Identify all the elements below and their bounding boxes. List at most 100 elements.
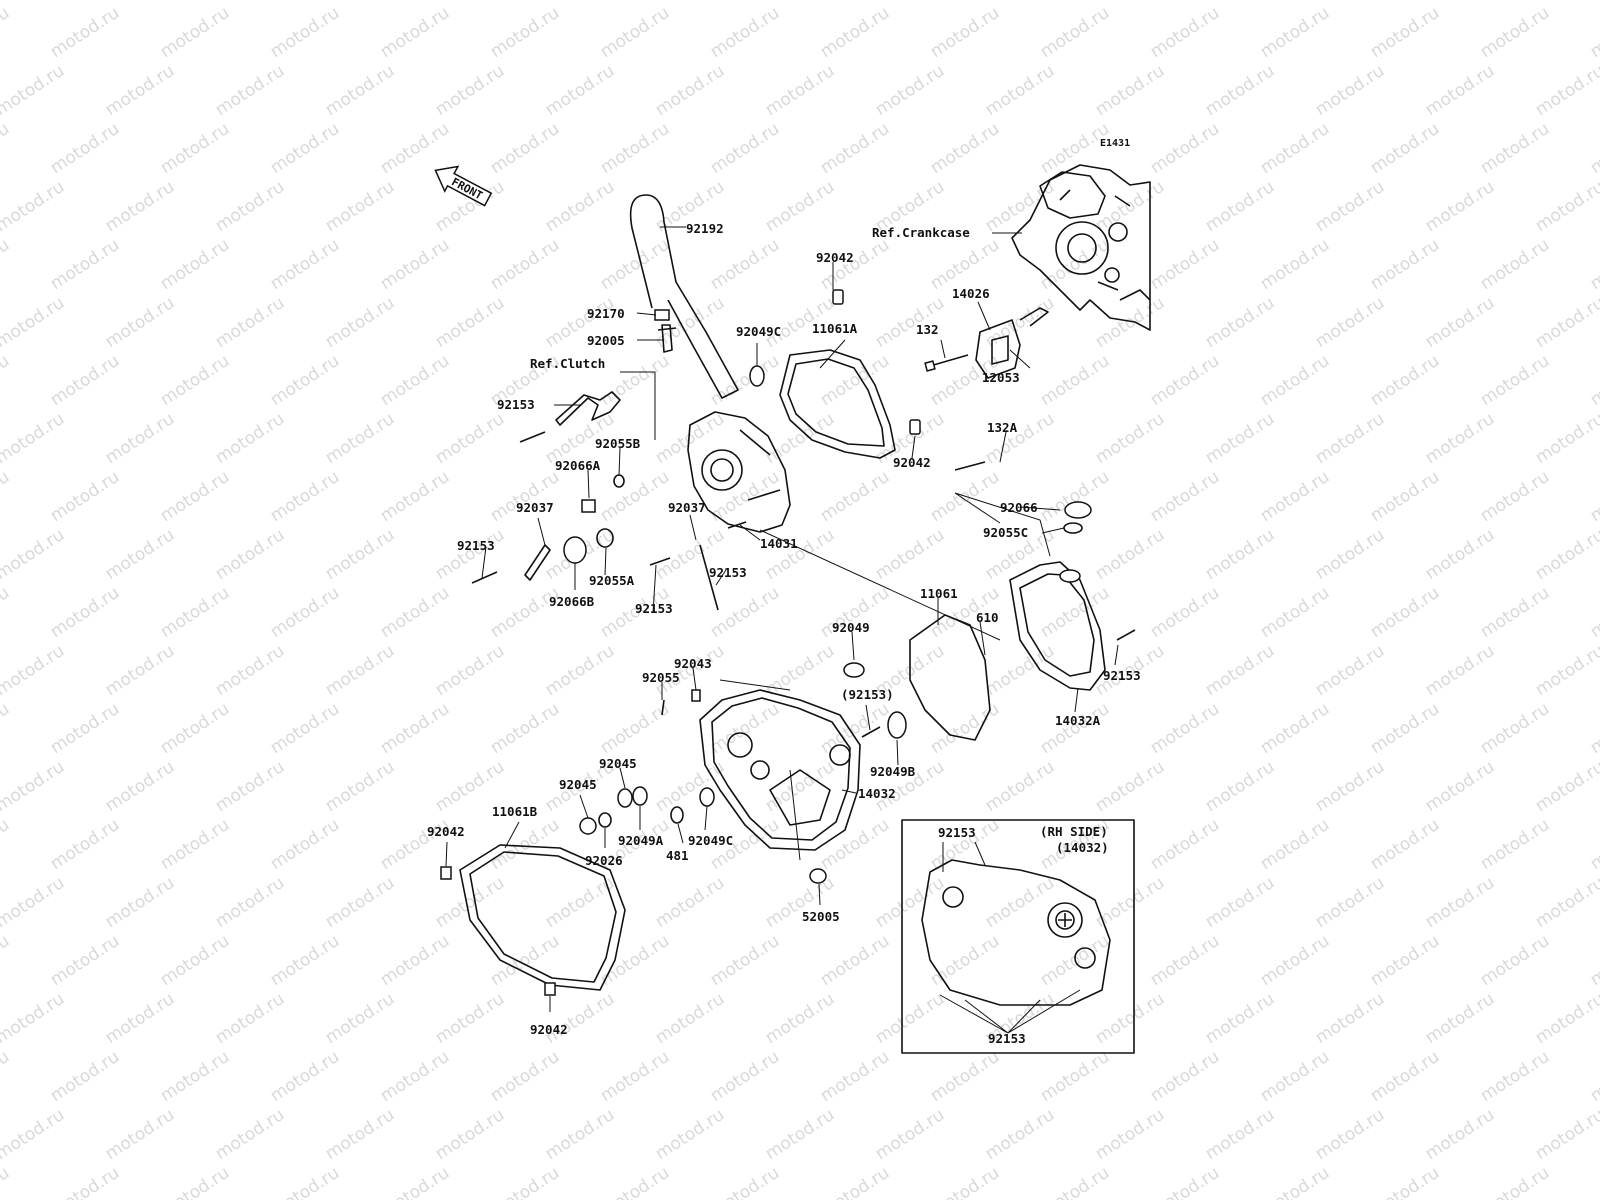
watermark-text: motod.ru bbox=[597, 1047, 673, 1106]
watermark-text: motod.ru bbox=[267, 467, 343, 526]
part-number-label: 14032A bbox=[1055, 713, 1101, 728]
watermark-text: motod.ru bbox=[0, 0, 68, 4]
part-number-label: 92049 bbox=[832, 620, 870, 635]
watermark-text: motod.ru bbox=[377, 1163, 453, 1200]
watermark-text: motod.ru bbox=[1092, 293, 1168, 352]
bolt-92153 bbox=[519, 431, 546, 443]
watermark-text: motod.ru bbox=[1147, 815, 1223, 874]
spring-92037 bbox=[524, 544, 551, 581]
watermark-text: motod.ru bbox=[1367, 119, 1443, 178]
watermark-text: motod.ru bbox=[1477, 119, 1553, 178]
watermark-text: motod.ru bbox=[157, 1047, 233, 1106]
watermark-text: motod.ru bbox=[1422, 525, 1498, 584]
watermark-text: motod.ru bbox=[377, 351, 453, 410]
watermark-text: motod.ru bbox=[1257, 583, 1333, 642]
watermark-text: motod.ru bbox=[707, 1047, 783, 1106]
watermark-text: motod.ru bbox=[1202, 1105, 1278, 1164]
watermark-text: motod.ru bbox=[927, 1163, 1003, 1200]
watermark-text: motod.ru bbox=[1422, 873, 1498, 932]
part-number-label: 12053 bbox=[982, 370, 1020, 385]
watermark-text: motod.ru bbox=[1147, 467, 1223, 526]
watermark-text: motod.ru bbox=[542, 61, 618, 120]
watermark-text: motod.ru bbox=[322, 177, 398, 236]
watermark-text: motod.ru bbox=[1312, 525, 1388, 584]
watermark-text: motod.ru bbox=[322, 873, 398, 932]
bearing-92045 bbox=[579, 817, 597, 835]
watermark-text: motod.ru bbox=[432, 873, 508, 932]
watermark-text: motod.ru bbox=[47, 583, 123, 642]
watermark-text: motod.ru bbox=[157, 3, 233, 62]
watermark-text: motod.ru bbox=[1037, 583, 1113, 642]
watermark-text: motod.ru bbox=[1422, 757, 1498, 816]
watermark-text: motod.ru bbox=[487, 699, 563, 758]
gasket-11061A bbox=[779, 349, 896, 459]
watermark-text: motod.ru bbox=[1477, 931, 1553, 990]
watermark-text: motod.ru bbox=[1587, 583, 1600, 642]
watermark-text: motod.ru bbox=[1422, 989, 1498, 1048]
watermark-text: motod.ru bbox=[927, 119, 1003, 178]
fitting-92005 bbox=[657, 324, 677, 353]
watermark-text: motod.ru bbox=[1587, 1163, 1600, 1200]
watermark-text: motod.ru bbox=[762, 61, 838, 120]
watermark-text: motod.ru bbox=[1257, 815, 1333, 874]
watermark-text: motod.ru bbox=[1312, 61, 1388, 120]
part-number-label: 92153 bbox=[1103, 668, 1141, 683]
watermark-text: motod.ru bbox=[817, 467, 893, 526]
watermark-text: motod.ru bbox=[1367, 583, 1443, 642]
dowel-92042 bbox=[440, 866, 452, 880]
watermark-text: motod.ru bbox=[267, 583, 343, 642]
watermark-text: motod.ru bbox=[762, 177, 838, 236]
bolt-92153 bbox=[471, 571, 498, 584]
watermark-text: motod.ru bbox=[982, 641, 1058, 700]
watermark-text: motod.ru bbox=[1092, 525, 1168, 584]
watermark-text: motod.ru bbox=[1477, 699, 1553, 758]
watermark-text: motod.ru bbox=[1312, 177, 1388, 236]
part-number-label: 11061B bbox=[492, 804, 538, 819]
part-number-label: 92045 bbox=[599, 756, 637, 771]
watermark-text: motod.ru bbox=[1532, 641, 1600, 700]
seal-92049A bbox=[632, 786, 648, 806]
watermark-text: motod.ru bbox=[652, 0, 728, 4]
watermark-text: motod.ru bbox=[377, 931, 453, 990]
part-number-label: 92049C bbox=[736, 324, 781, 339]
watermark-text: motod.ru bbox=[157, 351, 233, 410]
watermark-text: motod.ru bbox=[0, 757, 68, 816]
watermark-text: motod.ru bbox=[982, 1105, 1058, 1164]
watermark-text: motod.ru bbox=[1202, 641, 1278, 700]
watermark-text: motod.ru bbox=[212, 1105, 288, 1164]
watermark-text: motod.ru bbox=[377, 583, 453, 642]
inset-label-bottom: 92153 bbox=[988, 1031, 1026, 1046]
watermark-text: motod.ru bbox=[1312, 641, 1388, 700]
watermark-text: motod.ru bbox=[157, 1163, 233, 1200]
watermark-text: motod.ru bbox=[1477, 3, 1553, 62]
watermark-text: motod.ru bbox=[0, 119, 13, 178]
watermark-text: motod.ru bbox=[1422, 61, 1498, 120]
part-number-label: 132 bbox=[916, 322, 939, 337]
watermark-text: motod.ru bbox=[542, 641, 618, 700]
watermark-text: motod.ru bbox=[1532, 293, 1600, 352]
watermark-text: motod.ru bbox=[1147, 235, 1223, 294]
watermark-text: motod.ru bbox=[1422, 409, 1498, 468]
watermark-text: motod.ru bbox=[0, 699, 13, 758]
watermark-text: motod.ru bbox=[982, 873, 1058, 932]
watermark-text: motod.ru bbox=[1312, 0, 1388, 4]
bolt-132A bbox=[954, 461, 986, 471]
watermark-text: motod.ru bbox=[1477, 815, 1553, 874]
watermark-text: motod.ru bbox=[1147, 699, 1223, 758]
watermark-text: motod.ru bbox=[1477, 1163, 1553, 1200]
part-number-label: 481 bbox=[666, 848, 689, 863]
watermark-text: motod.ru bbox=[1257, 3, 1333, 62]
watermark-text: motod.ru bbox=[1312, 873, 1388, 932]
watermark-text: motod.ru bbox=[1202, 177, 1278, 236]
part-number-label: 92153 bbox=[635, 601, 673, 616]
part-number-label: 14026 bbox=[952, 286, 990, 301]
watermark-text: motod.ru bbox=[707, 931, 783, 990]
watermark-text: motod.ru bbox=[1532, 409, 1600, 468]
watermark-text: motod.ru bbox=[267, 1047, 343, 1106]
watermark-text: motod.ru bbox=[1532, 757, 1600, 816]
watermark-text: motod.ru bbox=[1587, 1047, 1600, 1106]
watermark-text: motod.ru bbox=[542, 989, 618, 1048]
watermark-text: motod.ru bbox=[1367, 467, 1443, 526]
